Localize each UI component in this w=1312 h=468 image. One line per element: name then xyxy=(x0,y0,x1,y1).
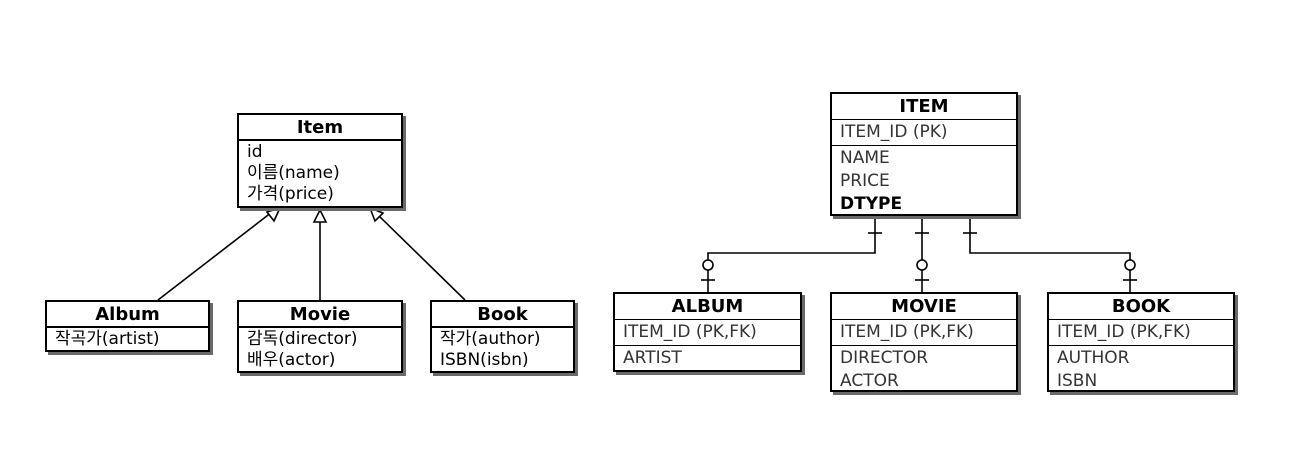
er-column: ISBN xyxy=(1057,371,1098,391)
er-columns: ARTIST xyxy=(615,346,800,370)
book-to-item-generalization xyxy=(377,214,466,301)
zero-mark-album xyxy=(702,259,714,271)
uml-class-book: Book 작가(author) ISBN(isbn) xyxy=(430,300,575,373)
uml-class-item: Item id 이름(name) 가격(price) xyxy=(237,113,403,208)
er-table-item: ITEM ITEM_ID (PK) NAME PRICE DTYPE xyxy=(830,92,1018,216)
uml-class-title: Album xyxy=(47,302,208,328)
item-book-relation xyxy=(969,215,1131,292)
er-table-album: ALBUM ITEM_ID (PK,FK) ARTIST xyxy=(613,292,802,372)
er-column: DIRECTOR xyxy=(840,348,929,368)
er-columns: NAME PRICE DTYPE xyxy=(832,146,1016,216)
uml-field: 감독(director) xyxy=(247,329,358,349)
er-columns: AUTHOR ISBN xyxy=(1049,346,1233,393)
uml-class-fields: 작가(author) ISBN(isbn) xyxy=(432,328,573,371)
uml-class-fields: id 이름(name) 가격(price) xyxy=(239,141,401,205)
er-pk-column: ITEM_ID (PK,FK) xyxy=(623,322,757,342)
er-table-movie: MOVIE ITEM_ID (PK,FK) DIRECTOR ACTOR xyxy=(830,292,1018,392)
uml-class-fields: 감독(director) 배우(actor) xyxy=(239,328,401,371)
er-primary-key: ITEM_ID (PK,FK) xyxy=(832,320,1016,346)
uml-class-fields: 작곡가(artist) xyxy=(47,328,208,350)
zero-mark-book xyxy=(1124,259,1136,271)
movie-arrowhead xyxy=(312,208,328,223)
uml-class-album: Album 작곡가(artist) xyxy=(45,300,210,352)
er-column: PRICE xyxy=(840,171,890,191)
zero-mark-movie xyxy=(916,259,928,271)
er-column: AUTHOR xyxy=(1057,348,1130,368)
er-column: ACTOR xyxy=(840,371,899,391)
er-columns: DIRECTOR ACTOR xyxy=(832,346,1016,393)
uml-field: id xyxy=(247,142,263,162)
er-column-discriminator: DTYPE xyxy=(840,194,903,214)
uml-class-title: Movie xyxy=(239,302,401,328)
uml-class-movie: Movie 감독(director) 배우(actor) xyxy=(237,300,403,373)
uml-field: 가격(price) xyxy=(247,184,334,204)
book-arrowhead xyxy=(368,206,385,223)
album-to-item-generalization xyxy=(157,211,273,301)
uml-class-title: Item xyxy=(239,115,401,141)
er-primary-key: ITEM_ID (PK,FK) xyxy=(615,320,800,346)
uml-class-title: Book xyxy=(432,302,573,328)
item-album-relation xyxy=(707,215,876,292)
er-primary-key: ITEM_ID (PK) xyxy=(832,120,1016,146)
er-table-title: BOOK xyxy=(1049,294,1233,320)
er-table-title: MOVIE xyxy=(832,294,1016,320)
album-arrowhead xyxy=(265,206,282,223)
uml-field: 작곡가(artist) xyxy=(55,329,160,349)
uml-field: 이름(name) xyxy=(247,163,340,183)
er-table-title: ITEM xyxy=(832,94,1016,120)
er-table-book: BOOK ITEM_ID (PK,FK) AUTHOR ISBN xyxy=(1047,292,1235,392)
uml-field: 배우(actor) xyxy=(247,350,336,370)
er-table-title: ALBUM xyxy=(615,294,800,320)
er-pk-column: ITEM_ID (PK,FK) xyxy=(1057,322,1191,342)
er-column: NAME xyxy=(840,148,890,168)
er-pk-column: ITEM_ID (PK,FK) xyxy=(840,322,974,342)
er-primary-key: ITEM_ID (PK,FK) xyxy=(1049,320,1233,346)
er-column: ARTIST xyxy=(623,348,682,368)
er-pk-column: ITEM_ID (PK) xyxy=(840,122,948,142)
uml-field: ISBN(isbn) xyxy=(440,350,529,370)
uml-field: 작가(author) xyxy=(440,329,541,349)
